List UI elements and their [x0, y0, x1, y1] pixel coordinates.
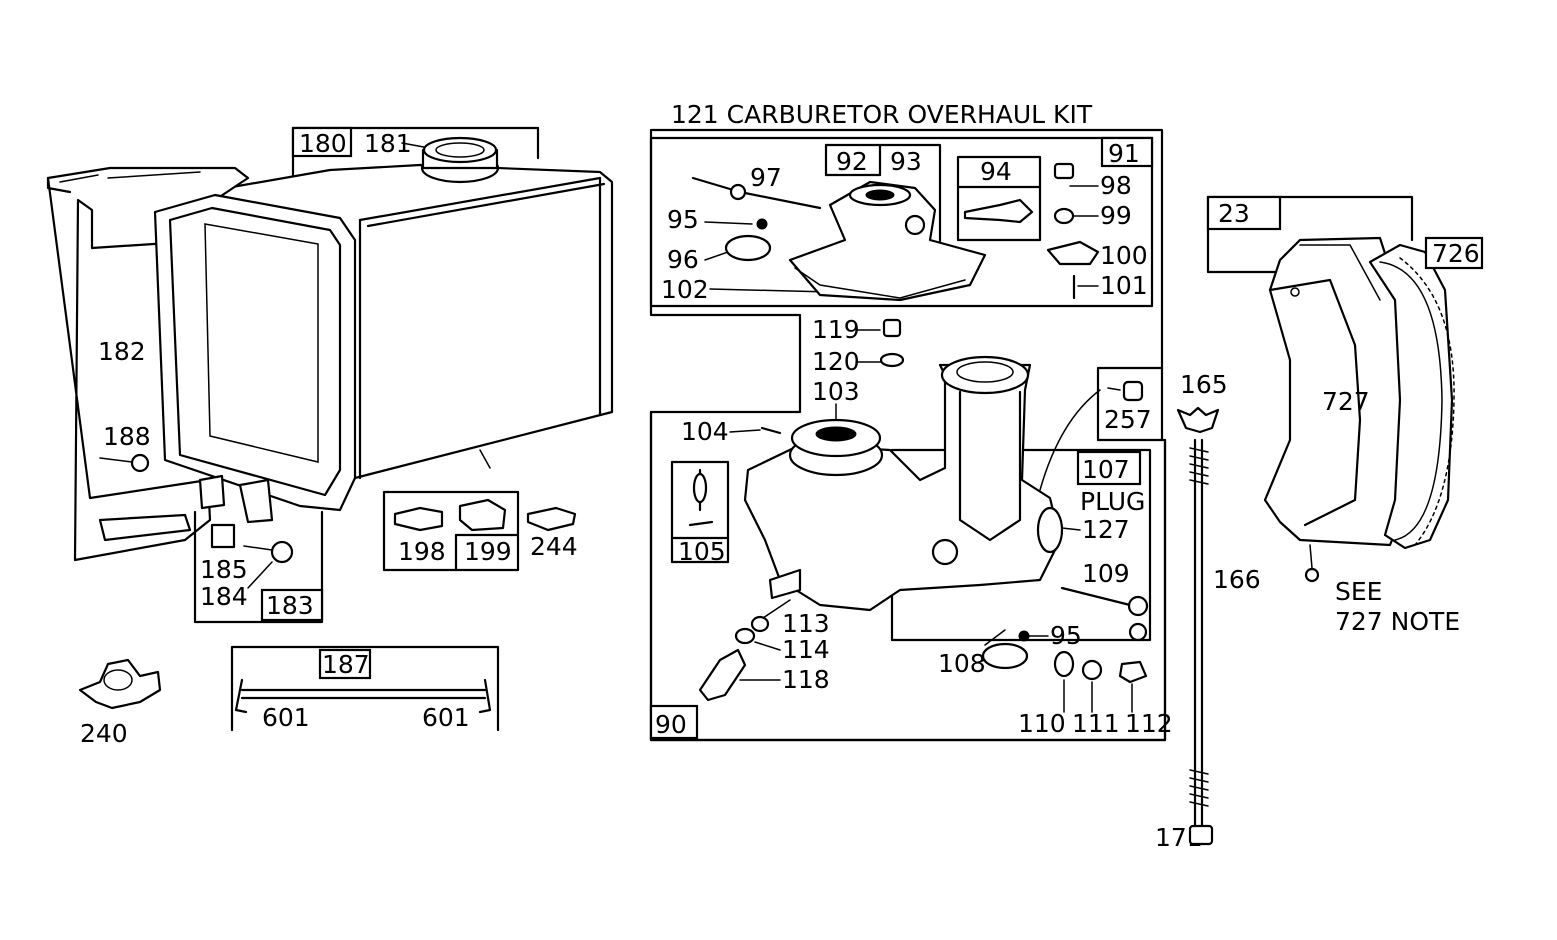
label-see: SEE [1335, 577, 1382, 606]
label-601-right: 601 [422, 703, 470, 732]
callout-frame-91 [649, 136, 1154, 308]
label-165: 165 [1180, 370, 1228, 399]
label-182: 182 [98, 337, 146, 366]
part-100-float [1046, 240, 1100, 266]
label-199: 199 [464, 537, 512, 566]
label-90: 90 [655, 710, 687, 739]
label-185: 185 [200, 555, 248, 584]
label-111: 111 [1072, 709, 1120, 738]
tank-frame [153, 193, 357, 512]
label-101: 101 [1100, 271, 1148, 300]
callout-frame-90 [649, 410, 1167, 742]
label-91: 91 [1108, 139, 1140, 168]
label-187: 187 [322, 650, 370, 679]
label-104: 104 [681, 417, 729, 446]
part-171-nut [1188, 824, 1214, 846]
callout-frame-183 [193, 510, 324, 624]
fuel-tank-group: 180 181 182 188 [46, 126, 614, 624]
part-109-shaft [1060, 586, 1132, 607]
label-103: 103 [812, 377, 860, 406]
label-99: 99 [1100, 201, 1132, 230]
part-240-group: 240 [78, 658, 162, 748]
label-108: 108 [938, 649, 986, 678]
label-118: 118 [782, 665, 830, 694]
carburetor-group: 121 CARBURETOR OVERHAUL KIT 91 92 93 94 … [649, 100, 1173, 742]
label-98: 98 [1100, 171, 1132, 200]
kit-title: 121 CARBURETOR OVERHAUL KIT [671, 100, 1093, 129]
label-601-left: 601 [262, 703, 310, 732]
part-185-nut [210, 523, 236, 549]
label-120: 120 [812, 347, 860, 376]
blower-housing-727 [1263, 236, 1407, 547]
part-96-diaphragm [724, 234, 772, 262]
label-92: 92 [836, 147, 868, 176]
callout-frame-187 [230, 645, 500, 732]
label-112: 112 [1125, 709, 1173, 738]
linkage-group: 165 166 171 [1155, 370, 1261, 852]
callout-frame-23 [1206, 195, 1414, 274]
label-96: 96 [667, 245, 699, 274]
fuel-line-group: 187 601 601 [230, 645, 500, 732]
fuel-cap-181 [420, 136, 500, 184]
part-118-needle [698, 648, 747, 702]
part-94-needle [963, 198, 1034, 224]
label-105: 105 [678, 537, 726, 566]
label-114: 114 [782, 635, 830, 664]
label-94: 94 [980, 157, 1012, 186]
callout-frame-94 [956, 155, 1042, 242]
part-198-fitting [393, 506, 444, 532]
part-165-wing-nut [1176, 406, 1220, 434]
callout-frame-198 [382, 490, 520, 572]
label-100: 100 [1100, 241, 1148, 270]
part-244-fitting [526, 506, 577, 532]
label-box-180 [291, 126, 353, 158]
label-110: 110 [1018, 709, 1066, 738]
label-184: 184 [200, 582, 248, 611]
label-plug: PLUG [1080, 487, 1145, 516]
label-95-bottom: 95 [1050, 621, 1082, 650]
label-23: 23 [1218, 199, 1250, 228]
label-183: 183 [266, 591, 314, 620]
label-240: 240 [80, 719, 128, 748]
label-109: 109 [1082, 559, 1130, 588]
part-166-rod [1193, 438, 1204, 832]
part-199-fitting [458, 498, 507, 532]
fuel-line-187 [240, 688, 487, 700]
label-726: 726 [1432, 239, 1480, 268]
carburetor-upper-body [788, 180, 987, 302]
label-198: 198 [398, 537, 446, 566]
label-180: 180 [299, 129, 347, 158]
label-727-note: 727 NOTE [1335, 607, 1460, 636]
label-113: 113 [782, 609, 830, 638]
blower-housing-group: 23 727 726 SEE 727 NOTE [1206, 195, 1484, 636]
label-97: 97 [750, 163, 782, 192]
label-93: 93 [890, 147, 922, 176]
label-119: 119 [812, 315, 860, 344]
callout-frame-105 [670, 460, 730, 564]
label-102: 102 [661, 275, 709, 304]
fuel-fittings-group: 198 199 244 [382, 490, 578, 572]
label-257: 257 [1104, 405, 1152, 434]
part-108-diaphragm [981, 642, 1029, 670]
label-95-top: 95 [667, 205, 699, 234]
part-240 [78, 658, 162, 710]
label-727: 727 [1322, 387, 1370, 416]
label-127: 127 [1082, 515, 1130, 544]
label-244: 244 [530, 532, 578, 561]
label-188: 188 [103, 422, 151, 451]
label-107: 107 [1082, 455, 1130, 484]
label-166: 166 [1213, 565, 1261, 594]
